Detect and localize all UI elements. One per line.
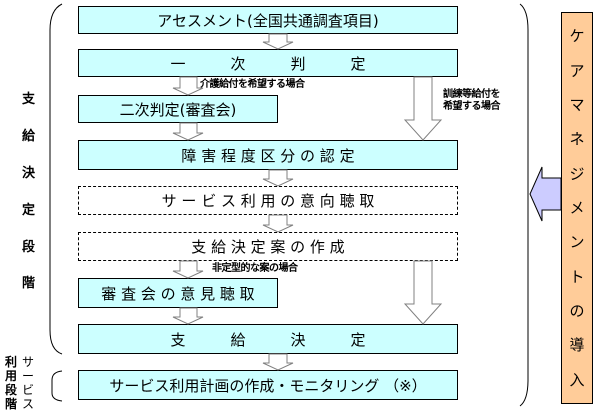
usage-phase-char: 利 bbox=[5, 355, 18, 369]
arrow-down-icon bbox=[262, 33, 294, 50]
step-payment-decision: 支 給 決 定 bbox=[78, 324, 458, 354]
decision-phase-bracket bbox=[49, 3, 63, 355]
step-service-plan: サービス利用計画の作成・モニタリング （※） bbox=[78, 370, 458, 400]
note-training-benefit: 訓練等給付を 希望する場合 bbox=[443, 89, 501, 112]
step-secondary-judgment: 二次判定(審査会) bbox=[78, 95, 278, 123]
care-management-char: ア bbox=[569, 61, 585, 80]
arrow-down-long-icon bbox=[403, 260, 443, 325]
step-primary-judgment: 一 次 判 定 bbox=[78, 49, 458, 77]
usage-phase-char: ス bbox=[22, 397, 35, 411]
care-management-arrow-icon bbox=[529, 166, 562, 222]
note-atypical: 非定型的な案の場合 bbox=[212, 263, 298, 274]
step-disability-classification: 障 害 程 度 区 分 の 認 定 bbox=[78, 140, 458, 170]
care-management-char: の bbox=[569, 302, 585, 321]
right-bracket bbox=[519, 3, 529, 407]
step-label: サービス利用計画の作成・モニタリング （※） bbox=[109, 376, 427, 395]
phase-label-char: 決 bbox=[22, 166, 36, 181]
arrow-down-icon bbox=[172, 76, 204, 96]
phase-label-char: 支 bbox=[22, 92, 36, 107]
step-label: アセスメント(全国共通調査項目) bbox=[157, 11, 379, 30]
arrow-down-icon bbox=[172, 307, 204, 325]
usage-phase-char: ー bbox=[22, 369, 35, 383]
usage-phase-bracket bbox=[51, 370, 63, 402]
arrow-down-icon bbox=[262, 353, 294, 371]
usage-phase-char: 用 bbox=[5, 369, 18, 383]
step-label: 審 査 会 の 意 見 聴 取 bbox=[101, 284, 255, 303]
usage-phase-char: サ bbox=[22, 355, 35, 369]
step-draft-creation: 支 給 決 定 案 の 作 成 bbox=[78, 232, 458, 261]
step-label: 二次判定(審査会) bbox=[119, 100, 237, 119]
note-care-benefit: 介護給付を希望する場合 bbox=[200, 79, 305, 90]
arrow-down-icon bbox=[262, 169, 294, 187]
phase-label-char: 定 bbox=[22, 203, 36, 218]
phase-label-char: 階 bbox=[22, 276, 36, 291]
arrow-down-long-icon bbox=[403, 76, 443, 141]
step-assessment: アセスメント(全国共通調査項目) bbox=[78, 6, 458, 34]
care-management-char: ン bbox=[569, 233, 585, 252]
step-label: サ ー ビ ス 利 用 の 意 向 聴 取 bbox=[161, 192, 375, 210]
usage-phase-char: 段 bbox=[5, 383, 18, 397]
care-management-char: マ bbox=[569, 95, 585, 114]
care-management-char: ジ bbox=[569, 164, 585, 183]
usage-phase-char: ビ bbox=[22, 383, 35, 397]
care-management-char: ケ bbox=[569, 27, 585, 46]
care-management-box: ケ ア マ ネ ジ メ ン ト の 導 入 bbox=[561, 12, 593, 404]
step-label: 支 給 決 定 bbox=[170, 330, 366, 349]
care-management-char: ネ bbox=[569, 130, 585, 149]
arrow-down-icon bbox=[262, 214, 294, 233]
arrow-down-icon bbox=[172, 260, 204, 279]
care-management-char: ト bbox=[569, 267, 585, 286]
step-label: 支 給 決 定 案 の 作 成 bbox=[191, 238, 345, 256]
care-management-char: 導 bbox=[569, 336, 585, 355]
step-label: 一 次 判 定 bbox=[170, 54, 366, 73]
phase-label-char: 給 bbox=[22, 129, 36, 144]
care-management-char: 入 bbox=[569, 370, 585, 389]
care-management-char: メ bbox=[569, 198, 585, 217]
step-label: 障 害 程 度 区 分 の 認 定 bbox=[181, 146, 355, 165]
phase-label-char: 段 bbox=[22, 240, 36, 255]
step-intent-hearing: サ ー ビ ス 利 用 の 意 向 聴 取 bbox=[78, 186, 458, 215]
step-review-opinion: 審 査 会 の 意 見 聴 取 bbox=[78, 278, 278, 308]
usage-phase-char: 階 bbox=[5, 397, 18, 411]
arrow-down-icon bbox=[172, 122, 204, 141]
